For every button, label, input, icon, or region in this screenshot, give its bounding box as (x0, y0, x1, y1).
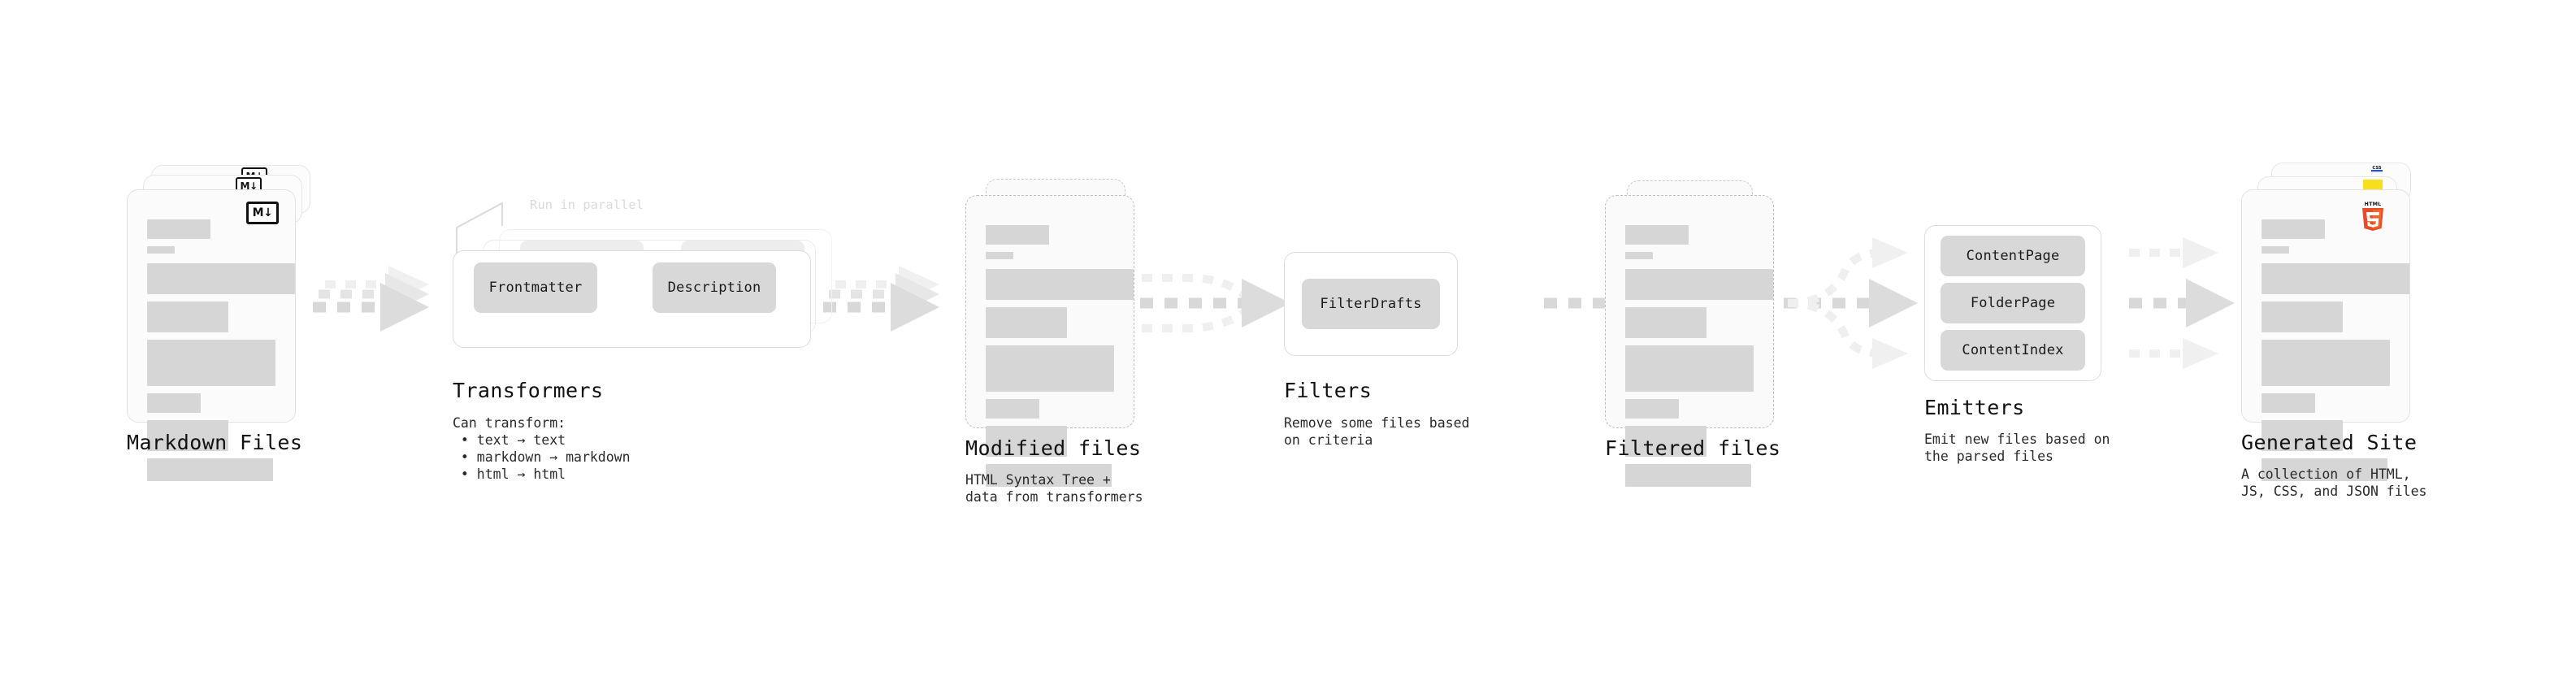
filters-title: Filters (1284, 379, 1373, 402)
skeleton-bar (986, 225, 1049, 245)
markdown-card-skeleton (147, 219, 295, 488)
modified-card-skeleton (986, 225, 1134, 494)
skeleton-bar (147, 246, 175, 254)
markdown-icon: M↓ (246, 202, 279, 224)
markdown-files-title: Markdown Files (127, 431, 303, 454)
skeleton-bar (986, 464, 1112, 487)
skeleton-bar (986, 426, 1067, 457)
skeleton-bar (147, 301, 228, 332)
transformers-title: Transformers (453, 379, 604, 402)
skeleton-bar (1625, 225, 1689, 245)
skeleton-bar (147, 458, 273, 481)
skeleton-bar (2262, 393, 2315, 413)
css-icon: CSS (2371, 166, 2383, 172)
generated-site-title: Generated Site (2241, 431, 2418, 454)
filtered-files-title: Filtered files (1605, 436, 1781, 460)
skeleton-bar (1625, 252, 1653, 259)
skeleton-bar (986, 345, 1114, 392)
skeleton-bar (2262, 420, 2343, 451)
filtered-file-card (1605, 195, 1774, 487)
skeleton-bar (147, 420, 228, 451)
generated-site-subtitle: A collection of HTML, JS, CSS, and JSON … (2241, 466, 2427, 499)
emitters-subtitle: Emit new files based on the parsed files (1924, 432, 2110, 464)
transformer-node-frontmatter[interactable]: Frontmatter (474, 262, 597, 313)
svg-text:HTML: HTML (2365, 201, 2382, 207)
arrow-modified-to-filters (1140, 274, 1290, 332)
arrow-markdown-to-transformers (313, 266, 429, 332)
skeleton-bar (2262, 219, 2325, 239)
modified-files-title: Modified files (965, 436, 1142, 460)
skeleton-bar (986, 269, 1134, 300)
skeleton-bar (1625, 399, 1679, 419)
skeleton-bar (986, 252, 1013, 259)
markdown-file-card: M↓ (127, 189, 296, 481)
skeleton-bar (1625, 426, 1706, 457)
modified-files-subtitle: HTML Syntax Tree + data from transformer… (965, 472, 1143, 505)
filtered-card-skeleton (1625, 225, 1773, 494)
transformers-subtitle: Can transform: • text → text • markdown … (453, 415, 631, 482)
skeleton-bar (986, 399, 1039, 419)
modified-file-card (965, 195, 1134, 487)
skeleton-bar (1625, 345, 1754, 392)
skeleton-bar (147, 340, 275, 386)
arrow-filtered-to-emitters (1784, 237, 1918, 369)
skeleton-bar (147, 393, 201, 413)
run-in-parallel-label: Run in parallel (530, 197, 644, 212)
transformer-node-description[interactable]: Description (653, 262, 776, 313)
skeleton-bar (986, 307, 1067, 338)
emitter-node-folderpage[interactable]: FolderPage (1941, 283, 2085, 323)
filters-subtitle: Remove some files based on criteria (1284, 415, 1470, 448)
skeleton-bar (147, 263, 295, 294)
arrow-transformers-to-modified (823, 266, 939, 332)
filter-node-filterdrafts[interactable]: FilterDrafts (1302, 279, 1440, 329)
skeleton-bar (147, 219, 210, 239)
skeleton-bar (2262, 301, 2343, 332)
run-in-parallel-bracket (455, 202, 504, 257)
skeleton-bar (1625, 464, 1751, 487)
skeleton-bar (2262, 458, 2387, 481)
html5-icon: HTML (2362, 201, 2383, 231)
skeleton-bar (1625, 307, 1706, 338)
generated-site-card: HTML (2241, 189, 2410, 481)
emitters-title: Emitters (1924, 396, 2025, 419)
skeleton-bar (2262, 340, 2390, 386)
arrow-emitters-to-site (2129, 237, 2235, 369)
skeleton-bar (2262, 263, 2409, 294)
skeleton-bar (2262, 246, 2289, 254)
svg-text:CSS: CSS (2372, 166, 2381, 171)
generated-site-card-skeleton (2262, 219, 2409, 488)
skeleton-bar (1625, 269, 1773, 300)
emitter-node-contentindex[interactable]: ContentIndex (1941, 330, 2085, 371)
emitter-node-contentpage[interactable]: ContentPage (1941, 236, 2085, 276)
